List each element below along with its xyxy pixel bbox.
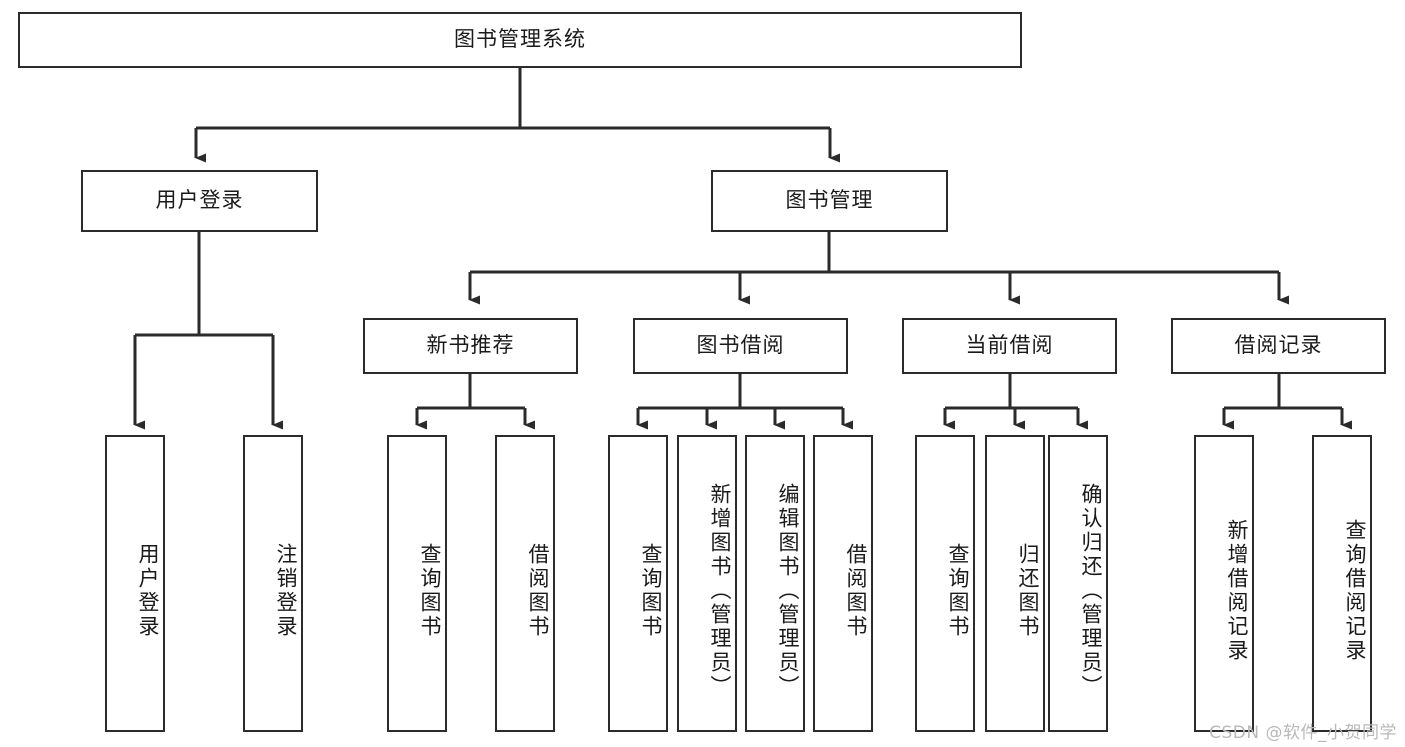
leaf-borrow-add-book-admin[interactable]: 新增图书（管理员） — [677, 435, 737, 732]
leaf-current-return-book[interactable]: 归还图书 — [985, 435, 1045, 732]
watermark-text: CSDN @软件_小贺同学 — [1209, 723, 1397, 743]
node-label: 用户登录 — [136, 542, 160, 639]
node-new-book-recommend[interactable]: 新书推荐 — [363, 318, 578, 374]
node-label: 新书推荐 — [426, 333, 515, 358]
leaf-record-add-record[interactable]: 新增借阅记录 — [1194, 435, 1254, 732]
node-label: 查询图书 — [946, 542, 970, 639]
node-label: 查询图书 — [418, 542, 442, 639]
node-label: 借阅图书 — [844, 542, 868, 639]
node-label: 新增图书（管理员） — [708, 482, 732, 699]
node-label: 注销登录 — [274, 542, 298, 639]
node-label: 借阅记录 — [1234, 333, 1323, 358]
node-label: 查询图书 — [639, 542, 663, 639]
node-root-system[interactable]: 图书管理系统 — [18, 12, 1022, 68]
node-label: 图书管理 — [785, 188, 874, 213]
node-book-borrow[interactable]: 图书借阅 — [633, 318, 848, 374]
node-user-login[interactable]: 用户登录 — [81, 170, 318, 232]
node-label: 借阅图书 — [526, 542, 550, 639]
node-label: 确认归还（管理员） — [1079, 482, 1103, 699]
node-label: 图书借阅 — [696, 333, 785, 358]
leaf-borrow-borrow-book[interactable]: 借阅图书 — [813, 435, 873, 732]
leaf-recommend-borrow-book[interactable]: 借阅图书 — [495, 435, 555, 732]
leaf-current-query-book[interactable]: 查询图书 — [915, 435, 975, 732]
node-label: 编辑图书（管理员） — [776, 482, 800, 699]
node-label: 新增借阅记录 — [1225, 518, 1249, 663]
node-label: 查询借阅记录 — [1343, 518, 1367, 663]
leaf-recommend-query-book[interactable]: 查询图书 — [387, 435, 447, 732]
leaf-current-confirm-return-admin[interactable]: 确认归还（管理员） — [1048, 435, 1108, 732]
leaf-borrow-query-book[interactable]: 查询图书 — [608, 435, 668, 732]
leaf-borrow-edit-book-admin[interactable]: 编辑图书（管理员） — [745, 435, 805, 732]
node-book-management[interactable]: 图书管理 — [711, 170, 948, 232]
node-label: 用户登录 — [155, 188, 244, 213]
leaf-user-login-login[interactable]: 用户登录 — [105, 435, 165, 732]
node-borrow-record[interactable]: 借阅记录 — [1171, 318, 1386, 374]
node-label: 图书管理系统 — [454, 27, 586, 52]
leaf-record-query-record[interactable]: 查询借阅记录 — [1312, 435, 1372, 732]
node-current-borrow[interactable]: 当前借阅 — [902, 318, 1117, 374]
leaf-user-login-logout[interactable]: 注销登录 — [243, 435, 303, 732]
node-label: 归还图书 — [1016, 542, 1040, 639]
node-label: 当前借阅 — [965, 333, 1054, 358]
